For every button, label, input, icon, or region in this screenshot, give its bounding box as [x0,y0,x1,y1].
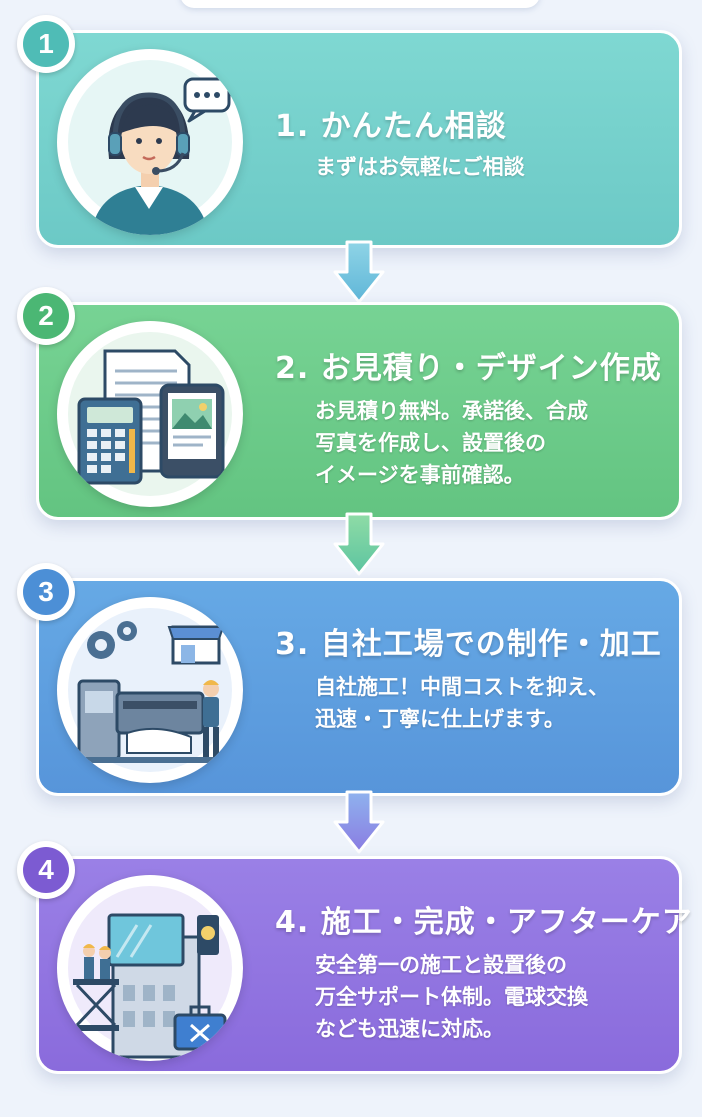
step-title: 3. 自社工場での制作・加工 [275,627,662,662]
step-description-line: イメージを事前確認。 [315,463,525,487]
down-arrow-icon [333,240,385,306]
step-title: 1. かんたん相談 [275,109,507,144]
step-description-line: 安全第一の施工と設置後の [315,953,567,977]
step-card-4: 4 [17,841,692,1074]
step-description-line: 万全サポート体制。電球交換 [315,985,588,1009]
signboard-installation-toolbox-icon [57,875,243,1061]
step-description: 安全第一の施工と設置後の 万全サポート体制。電球交換 なども迅速に対応。 [315,949,588,1045]
step-number: 4 [23,847,69,893]
operator-headset-icon [57,49,243,235]
step-number: 2 [23,293,69,339]
step-number: 1 [23,21,69,67]
step-description-line: 写真を作成し、設置後の [315,431,546,455]
step-number-badge: 4 [17,841,75,899]
step-description: 自社施工！中間コストを抑え、 迅速・丁寧に仕上げます。 [315,671,609,735]
step-title: 2. お見積り・デザイン作成 [275,351,662,386]
step-description-line: 迅速・丁寧に仕上げます。 [315,707,565,731]
down-arrow-icon [333,512,385,578]
step-number: 3 [23,569,69,615]
step-description-line: まずはお気軽にご相談 [315,155,525,179]
top-tab-decoration [180,0,540,8]
step-description-line: なども迅速に対応。 [315,1017,504,1041]
calculator-document-tablet-icon [57,321,243,507]
step-description-line: 自社施工！中間コストを抑え、 [315,675,609,699]
step-card-3: 3 3. 自社工場での制作・加工 [17,563,682,796]
step-card-1: 1 1. かんたん相談 まずはお気軽 [17,15,682,248]
step-description: まずはお気軽にご相談 [315,151,525,183]
down-arrow-icon [333,790,385,856]
step-number-badge: 2 [17,287,75,345]
step-card-2: 2 2. お見積り・デザイン作成 [17,287,682,520]
step-number-badge: 1 [17,15,75,73]
factory-printer-worker-icon [57,597,243,783]
step-title: 4. 施工・完成・アフターケア [275,905,693,940]
step-number-badge: 3 [17,563,75,621]
step-description-line: お見積り無料。承諾後、合成 [315,399,588,423]
step-description: お見積り無料。承諾後、合成 写真を作成し、設置後の イメージを事前確認。 [315,395,588,491]
